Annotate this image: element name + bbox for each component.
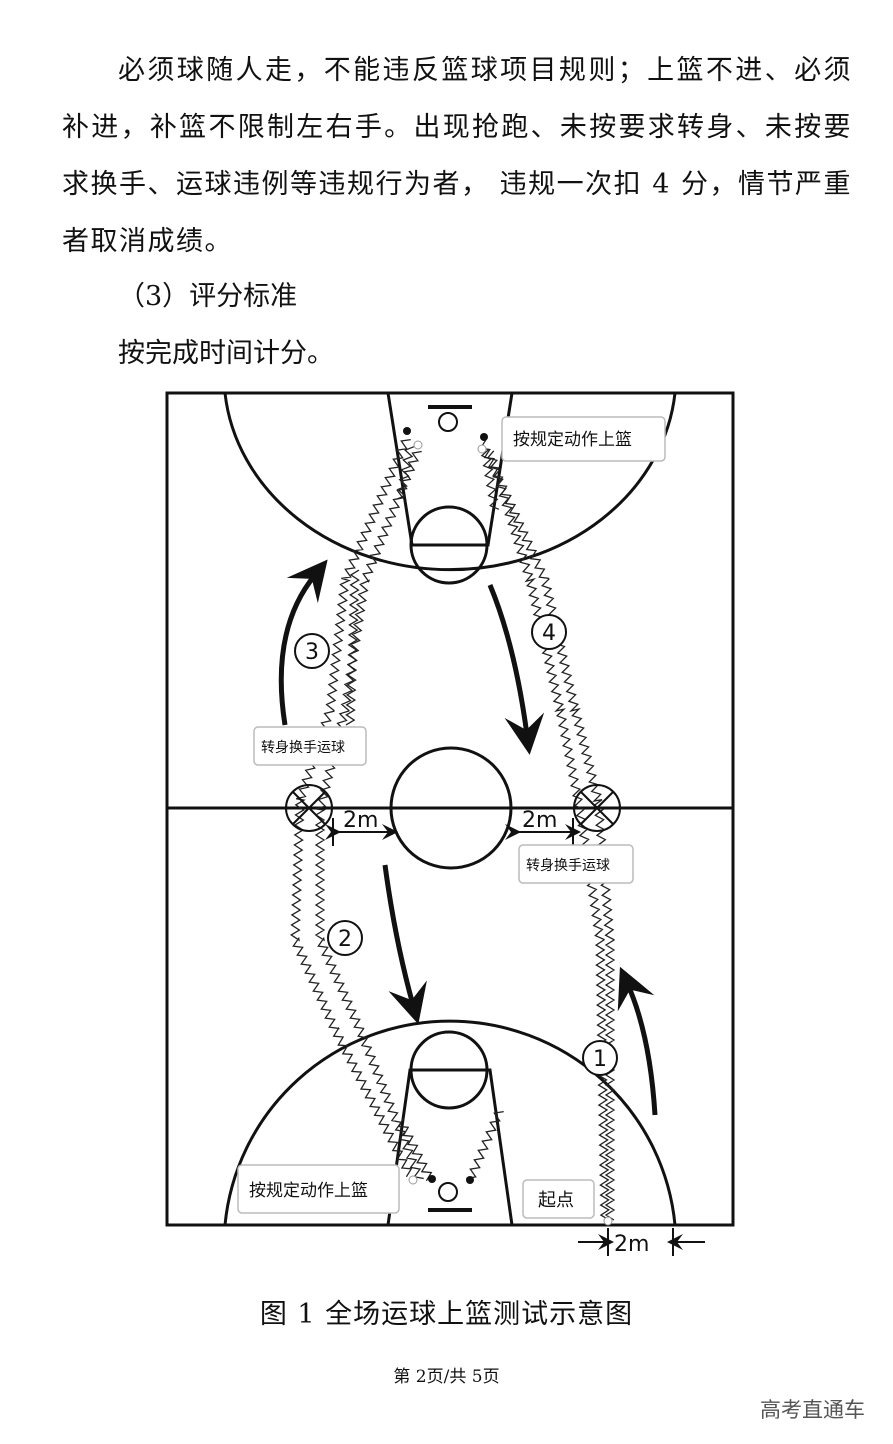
rules-paragraph: 必须球随人走，不能违反篮球项目规则；上篮不进、必须补进，补篮不限制左右手。出现抢… [62, 55, 852, 257]
dribble-zigzag [466, 1110, 504, 1180]
left-turn-label: 转身换手运球 [261, 739, 345, 756]
court-diagram: 3 4 2 1 2m 2m 2m 按规定动作上篮 转身换手运球 转身换手运球 按… [165, 391, 735, 1257]
left-distance-label: 2m [343, 808, 378, 833]
top-basket [438, 412, 458, 432]
top-key [386, 392, 514, 547]
dribble-zigzag [289, 438, 413, 1178]
bottom-three-point-arc [223, 1019, 677, 1226]
arrow-step-3 [278, 559, 328, 726]
dribble-zigzag [345, 569, 360, 726]
watermark: 高考直通车 [760, 1398, 865, 1422]
left-turn-marker [285, 784, 333, 832]
arrow-step-2 [382, 864, 427, 1025]
step-4-label: 4 [542, 621, 556, 646]
right-turn-label: 转身换手运球 [526, 857, 610, 874]
step-2-label: 2 [338, 927, 352, 952]
dribble-paths [289, 438, 616, 1221]
top-three-point-arc [223, 392, 677, 572]
figure-caption: 图 1 全场运球上篮测试示意图 [259, 1299, 634, 1330]
step-3-label: 3 [305, 640, 319, 665]
right-turn-marker [573, 784, 621, 832]
bottom-distance-label: 2m [614, 1232, 649, 1257]
section-heading: （3）评分标准 [118, 281, 298, 312]
center-circle [389, 746, 513, 870]
dribble-zigzag [480, 448, 500, 510]
top-layup-label: 按规定动作上篮 [513, 430, 632, 450]
dribble-zigzag [479, 439, 616, 1221]
step-1-label: 1 [593, 1047, 607, 1072]
arrow-step-4 [487, 584, 545, 755]
start-label: 起点 [538, 1190, 574, 1211]
dribble-zigzag [395, 446, 415, 500]
scoring-text: 按完成时间计分。 [118, 338, 334, 369]
bottom-basket [438, 1182, 458, 1202]
page-footer: 第 2页/共 5页 [393, 1367, 500, 1387]
right-distance-label: 2m [522, 808, 557, 833]
bottom-layup-label: 按规定动作上篮 [249, 1181, 368, 1201]
arrow-step-1 [617, 966, 658, 1116]
dribble-zigzag [397, 1117, 433, 1182]
